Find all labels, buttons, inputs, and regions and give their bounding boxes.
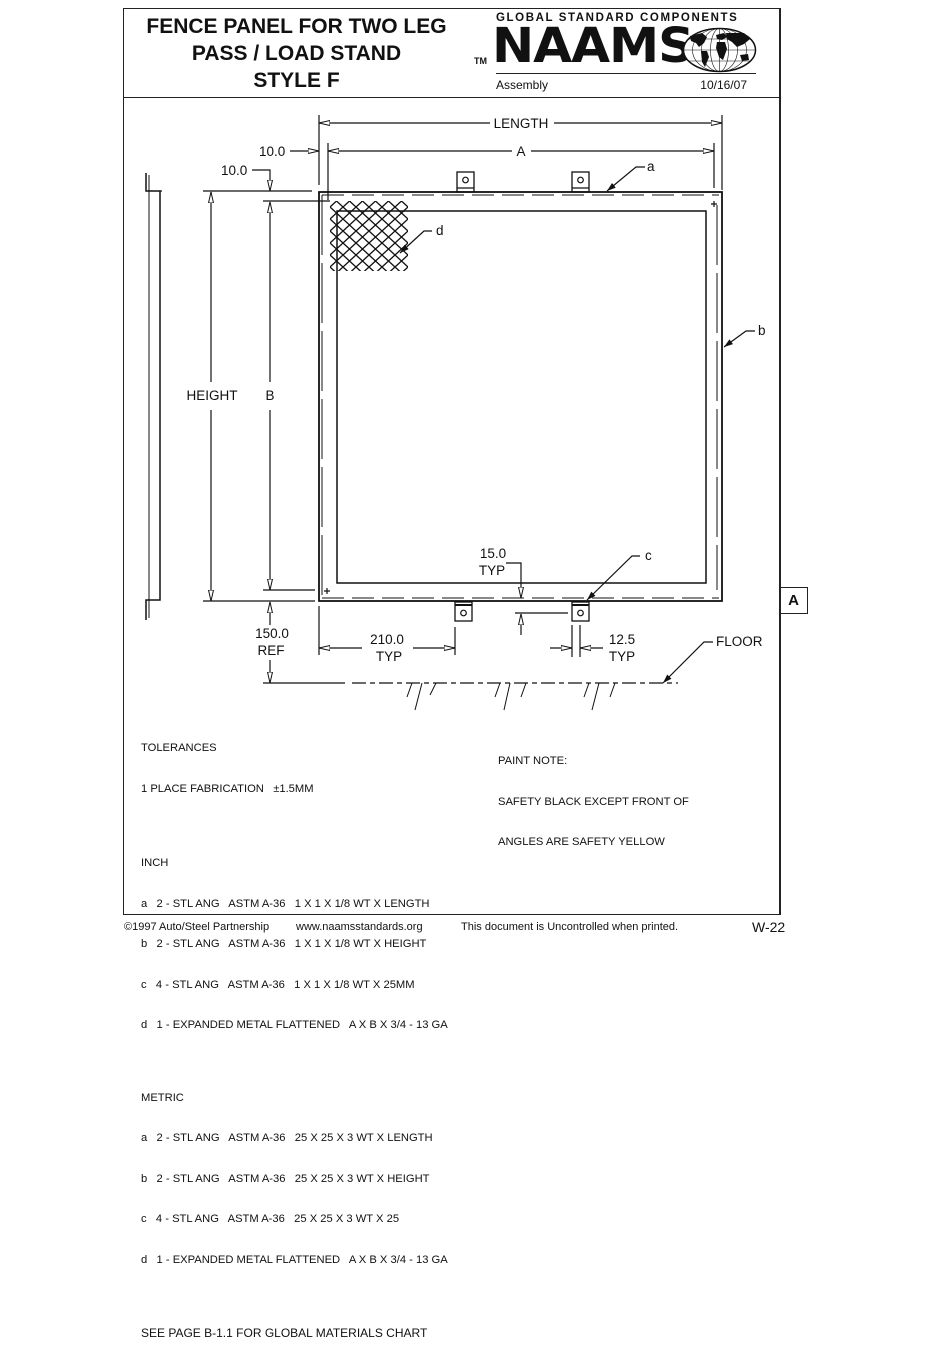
metric-title: METRIC [141, 1091, 184, 1104]
title-line-2: PASS / LOAD STAND [191, 42, 402, 65]
inch-item-a: a 2 - STL ANG ASTM A-36 1 X 1 X 1/8 WT X… [141, 897, 430, 910]
dim-ref-label: REF [258, 643, 285, 658]
paint-title: PAINT NOTE: [498, 755, 568, 767]
metric-item-d: d 1 - EXPANDED METAL FLATTENED A X B X 3… [141, 1253, 448, 1266]
footer-disclaimer: This document is Uncontrolled when print… [461, 921, 679, 933]
callout-b: b [758, 323, 766, 338]
dim-tab-gap-label: TYP [479, 563, 505, 578]
side-view [145, 173, 162, 620]
sheet-number: W-22 [752, 919, 786, 935]
drawing-title: FENCE PANEL FOR TWO LEG PASS / LOAD STAN… [124, 13, 469, 94]
inch-item-c: c 4 - STL ANG ASTM A-36 1 X 1 X 1/8 WT X… [141, 978, 415, 991]
dim-b: B [265, 388, 274, 403]
dim-tab-width: 12.5 [609, 632, 635, 647]
tolerances-line: 1 PLACE FABRICATION ±1.5MM [141, 782, 314, 795]
brand-name: NAAMS [492, 18, 694, 74]
metric-item-a: a 2 - STL ANG ASTM A-36 25 X 25 X 3 WT X… [141, 1132, 433, 1144]
inch-title: INCH [141, 857, 169, 869]
view-tab-a: A [780, 587, 808, 614]
brand-tagline: GLOBAL STANDARD COMPONENTS [496, 12, 739, 24]
brand-divider [496, 73, 756, 74]
title-line-1: FENCE PANEL FOR TWO LEG [146, 15, 447, 38]
dim-offset-y: 10.0 [221, 163, 247, 178]
tolerances-notes: TOLERANCES 1 PLACE FABRICATION ±1.5MM IN… [141, 715, 448, 1354]
callout-floor: FLOOR [716, 634, 763, 649]
inch-item-b: b 2 - STL ANG ASTM A-36 1 X 1 X 1/8 WT X… [141, 938, 427, 950]
category-label: Assembly [496, 78, 549, 92]
dim-height: HEIGHT [186, 388, 237, 403]
paint-note: PAINT NOTE: SAFETY BLACK EXCEPT FRONT OF… [498, 728, 689, 863]
paint-line-2: ANGLES ARE SAFETY YELLOW [498, 836, 665, 848]
inch-item-d: d 1 - EXPANDED METAL FLATTENED A X B X 3… [141, 1019, 448, 1031]
globe-icon [682, 27, 757, 73]
naams-logo-block: GLOBAL STANDARD COMPONENTS TM NAAMS [474, 9, 779, 97]
title-block: FENCE PANEL FOR TWO LEG PASS / LOAD STAN… [124, 9, 779, 98]
dim-spacing-label: TYP [376, 649, 402, 664]
right-border [780, 8, 781, 915]
paint-line-1: SAFETY BLACK EXCEPT FRONT OF [498, 795, 689, 808]
materials-reference: SEE PAGE B-1.1 FOR GLOBAL MATERIALS CHAR… [141, 1326, 428, 1340]
dim-length: LENGTH [494, 116, 549, 131]
dim-ref-height: 150.0 [255, 626, 289, 641]
callout-a: a [647, 159, 655, 174]
title-line-3: STYLE F [253, 69, 340, 92]
revision-date: 10/16/07 [700, 78, 747, 92]
tolerances-title: TOLERANCES [141, 742, 217, 754]
footer-website[interactable]: www.naamsstandards.org [296, 921, 423, 933]
dim-a: A [516, 144, 525, 159]
technical-drawing: LENGTH A 10.0 10.0 HEIGHT B 150.0 REF 21… [145, 115, 766, 711]
callout-d: d [436, 223, 444, 238]
callout-c: c [645, 548, 652, 563]
metric-item-b: b 2 - STL ANG ASTM A-36 25 X 25 X 3 WT X… [141, 1172, 430, 1185]
drawing-sheet: FENCE PANEL FOR TWO LEG PASS / LOAD STAN… [123, 8, 780, 915]
dim-tab-width-label: TYP [609, 649, 635, 664]
dim-tab-gap: 15.0 [480, 546, 506, 561]
dim-spacing: 210.0 [370, 632, 404, 647]
trademark-mark: TM [474, 56, 487, 66]
dim-offset-x: 10.0 [259, 144, 285, 159]
footer-copyright: ©1997 Auto/Steel Partnership [124, 921, 270, 933]
metric-item-c: c 4 - STL ANG ASTM A-36 25 X 25 X 3 WT X… [141, 1213, 400, 1225]
